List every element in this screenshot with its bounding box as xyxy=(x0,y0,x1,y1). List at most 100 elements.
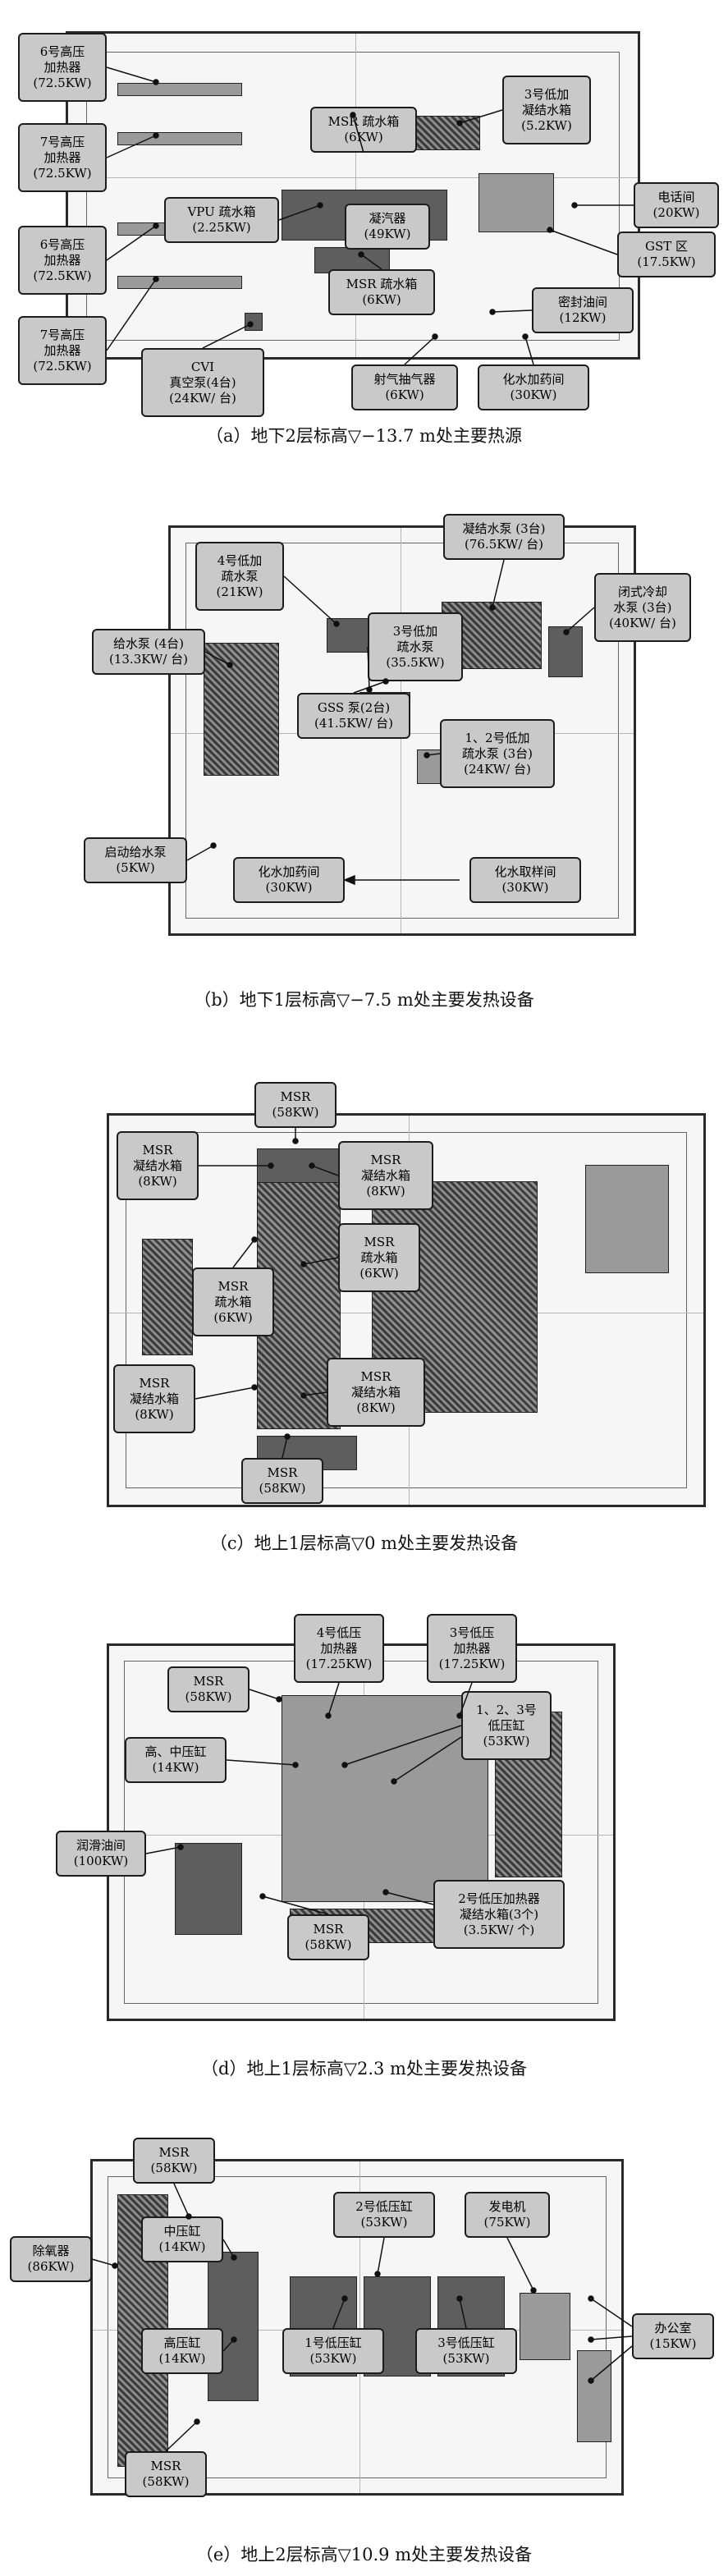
label-msr-lower: MSR (58KW) xyxy=(241,1458,323,1504)
label-line: MSR xyxy=(158,2145,190,2160)
label-line: (30KW) xyxy=(501,880,549,895)
label-line: 疏水箱 xyxy=(214,1294,252,1309)
label-line: 给水泵 (4台) xyxy=(112,636,185,651)
label-lp-heater-1-2-drain-pump: 1、2号低加 疏水泵 (3台) (24KW/ 台) xyxy=(440,719,555,788)
label-line: (6KW) xyxy=(362,292,401,307)
pump-equipment xyxy=(548,626,583,677)
label-line: 加热器 xyxy=(43,59,81,75)
label-line: (8KW) xyxy=(356,1400,396,1415)
label-line: 凝结水泵 (3台) xyxy=(462,521,546,536)
label-line: CVI xyxy=(190,359,215,374)
tank-equipment xyxy=(142,1239,193,1355)
label-line: GSS 泵(2台) xyxy=(317,700,391,715)
label-line: 除氧器 xyxy=(32,2244,70,2258)
panel-b: 4号低加 疏水泵 (21KW) 凝结水泵 (3台) (76.5KW/ 台) 闭式… xyxy=(0,484,728,1059)
label-msr-condensate-tank-ul: MSR 凝结水箱 (8KW) xyxy=(117,1131,199,1200)
label-line: 电话间 xyxy=(657,190,695,204)
label-line: 3号低压缸 xyxy=(437,2335,495,2350)
label-line: 疏水泵 (3台) xyxy=(461,745,533,761)
caption-e: （e）地上2层标高▽10.9 m处主要发热设备 xyxy=(195,2545,533,2565)
label-line: (72.5KW) xyxy=(33,358,92,374)
label-lube-oil-room: 润滑油间 (100KW) xyxy=(56,1831,146,1877)
label-msr-drain-tank-upper: MSR 疏水箱 (6KW) xyxy=(310,107,417,153)
label-line: 4号低加 xyxy=(217,552,263,568)
label-line: 6号高压 xyxy=(39,44,85,59)
label-line: 润滑油间 xyxy=(76,1838,126,1853)
label-line: (21KW) xyxy=(216,584,263,599)
generator-equipment xyxy=(520,2293,570,2360)
label-seal-oil-room: 密封油间 (12KW) xyxy=(532,287,634,333)
heater-equipment xyxy=(117,132,242,145)
label-hp-cylinder: 高压缸 (14KW) xyxy=(141,2328,223,2374)
label-msr-upper-e: MSR (58KW) xyxy=(133,2138,215,2184)
label-line: 凝结水箱 xyxy=(350,1384,401,1400)
label-line: 6号高压 xyxy=(39,236,85,252)
label-cvi-vacuum-pump: CVI 真空泵(4台) (24KW/ 台) xyxy=(141,348,264,417)
label-line: (3.5KW/ 个) xyxy=(463,1922,535,1937)
label-line: (17.25KW) xyxy=(305,1656,373,1671)
caption-b: （b）地下1层标高▽−7.5 m处主要发热设备 xyxy=(194,990,534,1010)
label-line: 高压缸 xyxy=(163,2335,201,2350)
label-line: (17.5KW) xyxy=(637,254,696,269)
label-line: 1号低压缸 xyxy=(304,2335,362,2350)
label-line: 化水加药间 xyxy=(502,372,565,387)
label-line: 凝结水箱 xyxy=(129,1391,179,1406)
plan-inner-wall xyxy=(126,1132,687,1488)
label-line: MSR xyxy=(370,1152,401,1167)
caption-a: （a）地下2层标高▽−13.7 m处主要热源 xyxy=(206,426,522,446)
label-line: 疏水泵 xyxy=(396,639,434,654)
label-line: (5KW) xyxy=(116,860,155,875)
label-line: 化水加药间 xyxy=(258,864,320,879)
label-line: MSR xyxy=(142,1142,173,1157)
label-line: 中压缸 xyxy=(163,2224,201,2239)
label-line: (30KW) xyxy=(265,880,313,895)
label-msr-drain-tank-right: MSR 疏水箱 (6KW) xyxy=(338,1223,420,1292)
label-lp-cylinder-1: 1号低压缸 (53KW) xyxy=(282,2328,384,2374)
label-lp-heater-4-drain-pump: 4号低加 疏水泵 (21KW) xyxy=(195,542,284,611)
label-closed-cooling-water-pump: 闭式冷却 水泵 (3台) (40KW/ 台) xyxy=(594,573,691,642)
panel-e: MSR (58KW) 中压缸 (14KW) 2号低压缸 (53KW) 发电机 (… xyxy=(0,2093,728,2576)
label-line: 凝结水箱 xyxy=(360,1167,410,1183)
label-line: MSR xyxy=(364,1234,395,1249)
label-line: 闭式冷却 xyxy=(617,584,667,599)
label-line: (75KW) xyxy=(483,2215,531,2230)
label-line: (40KW/ 台) xyxy=(609,615,676,630)
label-line: 水泵 (3台) xyxy=(613,599,672,615)
label-line: MSR xyxy=(280,1089,311,1104)
label-line: 凝结水箱 xyxy=(132,1157,182,1173)
label-line: (24KW/ 台) xyxy=(169,390,236,406)
label-gss-pump: GSS 泵(2台) (41.5KW/ 台) xyxy=(297,693,410,739)
label-generator: 发电机 (75KW) xyxy=(465,2192,550,2238)
plan-inner-wall xyxy=(185,543,619,919)
label-line: 加热器 xyxy=(453,1640,491,1656)
label-msr-lower-e: MSR (58KW) xyxy=(125,2451,207,2497)
label-msr-drain-tank-lower: MSR 疏水箱 (6KW) xyxy=(328,269,435,315)
plan-inner-wall xyxy=(108,2176,607,2478)
label-lp-cylinder-2: 2号低压缸 (53KW) xyxy=(333,2192,435,2238)
label-line: 4号低压 xyxy=(316,1625,362,1640)
label-line: (86KW) xyxy=(27,2259,75,2274)
label-line: 加热器 xyxy=(320,1640,358,1656)
label-msr-upper: MSR (58KW) xyxy=(254,1082,337,1128)
label-line: 7号高压 xyxy=(39,327,85,342)
condensate-tank-equipment xyxy=(413,116,480,150)
label-line: (17.25KW) xyxy=(438,1656,506,1671)
grid-line xyxy=(359,2161,360,2493)
caption-c: （c）地上1层标高▽0 m处主要发热设备 xyxy=(209,1533,519,1553)
label-line: (6KW) xyxy=(213,1309,253,1325)
label-line: 3号低加 xyxy=(524,86,570,102)
label-line: (15KW) xyxy=(649,2336,697,2351)
label-msr-drain-tank-left: MSR 疏水箱 (6KW) xyxy=(192,1267,274,1336)
label-lp-cylinders-1-2-3: 1、2、3号 低压缸 (53KW) xyxy=(461,1691,552,1760)
label-line: (58KW) xyxy=(150,2161,198,2175)
label-line: GST 区 xyxy=(644,239,689,254)
panel-c: MSR (58KW) MSR 凝结水箱 (8KW) MSR 凝结水箱 (8KW)… xyxy=(0,1059,728,1584)
label-condensate-pump: 凝结水泵 (3台) (76.5KW/ 台) xyxy=(443,514,565,560)
label-line: MSR xyxy=(217,1278,249,1294)
label-chemical-dosing-room: 化水加药间 (30KW) xyxy=(478,364,589,410)
label-line: (14KW) xyxy=(158,2239,206,2254)
label-office: 办公室 (15KW) xyxy=(632,2313,714,2359)
label-msr-condensate-tank-lr: MSR 凝结水箱 (8KW) xyxy=(327,1358,425,1427)
label-line: (58KW) xyxy=(185,1689,232,1704)
label-line: 凝结水箱 xyxy=(521,102,571,117)
